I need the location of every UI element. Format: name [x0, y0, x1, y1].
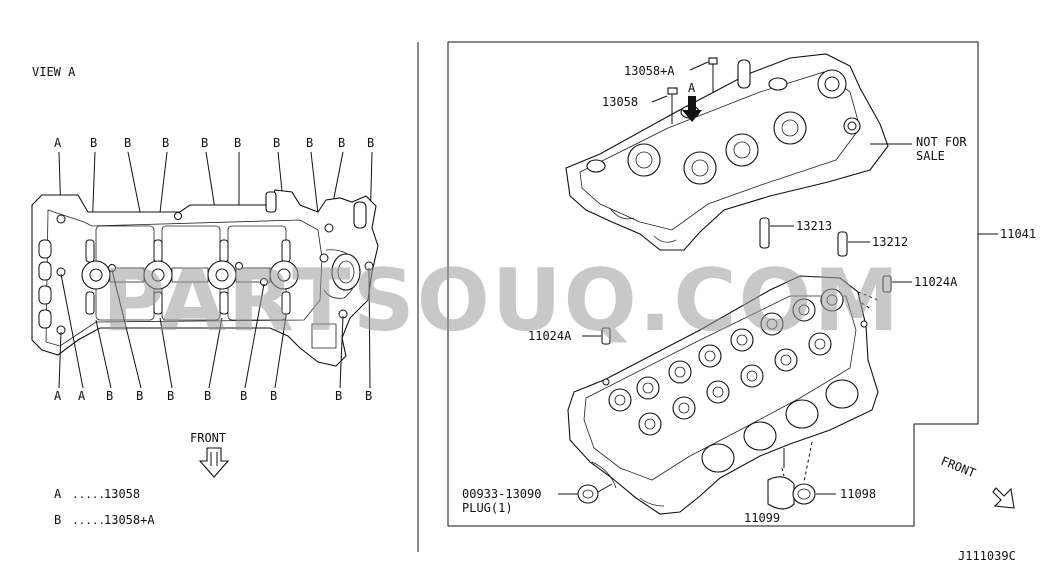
cylinder-head	[567, 275, 879, 515]
top-label: B	[162, 136, 169, 150]
callout-dowel-2: 13212	[872, 235, 908, 249]
front-arrow-diagonal-icon	[992, 487, 1015, 509]
top-label: B	[306, 136, 313, 150]
bottom-label: A	[54, 389, 62, 403]
bottom-label: B	[106, 389, 113, 403]
bottom-label: B	[270, 389, 277, 403]
bottom-label: B	[204, 389, 211, 403]
callout-pin-left: 11024A	[528, 329, 572, 343]
legend-part: 13058	[104, 487, 140, 501]
top-label: B	[338, 136, 345, 150]
diagram-code: J111039C	[958, 549, 1016, 563]
watermark: PARTSOUQ.COM	[102, 251, 901, 351]
bottom-leaders	[58, 267, 371, 389]
top-label: B	[90, 136, 97, 150]
view-title: VIEW A	[32, 65, 76, 79]
view-direction-arrow-icon	[682, 96, 702, 122]
front-arrow-down-icon	[198, 447, 230, 478]
assy-number: 11041	[1000, 227, 1036, 241]
plug	[577, 484, 599, 504]
bottom-label-row: A A B B B B B B B B	[54, 389, 372, 403]
callout-plug-part: 00933-13090	[462, 487, 541, 501]
assembly-boundary	[447, 41, 979, 527]
dowel-13212	[837, 231, 848, 257]
dowel-13213	[759, 217, 770, 249]
top-label: A	[54, 136, 62, 150]
legend-key: A	[54, 487, 62, 501]
bottom-label: B	[240, 389, 247, 403]
cylinder-head-top-view	[31, 189, 379, 367]
not-for-sale-line2: SALE	[916, 149, 945, 163]
pin-11024a-left	[601, 327, 611, 345]
legend-dots: .......	[72, 488, 118, 501]
callout-seal-2: 11098	[840, 487, 876, 501]
front-label-left: FRONT	[190, 431, 226, 445]
legend-part: 13058+A	[104, 513, 155, 527]
top-label: B	[201, 136, 208, 150]
view-a-marker: A	[688, 81, 696, 95]
not-for-sale-line1: NOT FOR	[916, 135, 967, 149]
callout-seal-1: 11099	[744, 511, 780, 525]
bottom-label: B	[167, 389, 174, 403]
bolt-13058	[667, 87, 678, 124]
callout-bolt-a: 13058+A	[624, 64, 675, 78]
top-label: B	[273, 136, 280, 150]
top-label-row: A B B B B B B B B B	[54, 136, 374, 150]
bottom-label: A	[78, 389, 86, 403]
legend: A ....... 13058 B ....... 13058+A	[54, 487, 155, 527]
bottom-label: B	[335, 389, 342, 403]
callout-bolt: 13058	[602, 95, 638, 109]
callout-plug-qty: PLUG(1)	[462, 501, 513, 515]
front-label-right: FRONT	[939, 454, 978, 481]
bolt-13058-a	[708, 57, 718, 92]
top-label: B	[234, 136, 241, 150]
callout-dowel-1: 13213	[796, 219, 832, 233]
top-label: B	[367, 136, 374, 150]
top-label: B	[124, 136, 131, 150]
legend-dots: .......	[72, 514, 118, 527]
bottom-label: B	[136, 389, 143, 403]
pin-11024a-right	[882, 275, 892, 293]
bottom-label: B	[365, 389, 372, 403]
callout-pin-right: 11024A	[914, 275, 958, 289]
legend-key: B	[54, 513, 61, 527]
camshaft-bracket	[565, 53, 889, 251]
seal-11099	[767, 476, 795, 510]
seal-11098	[792, 483, 816, 505]
